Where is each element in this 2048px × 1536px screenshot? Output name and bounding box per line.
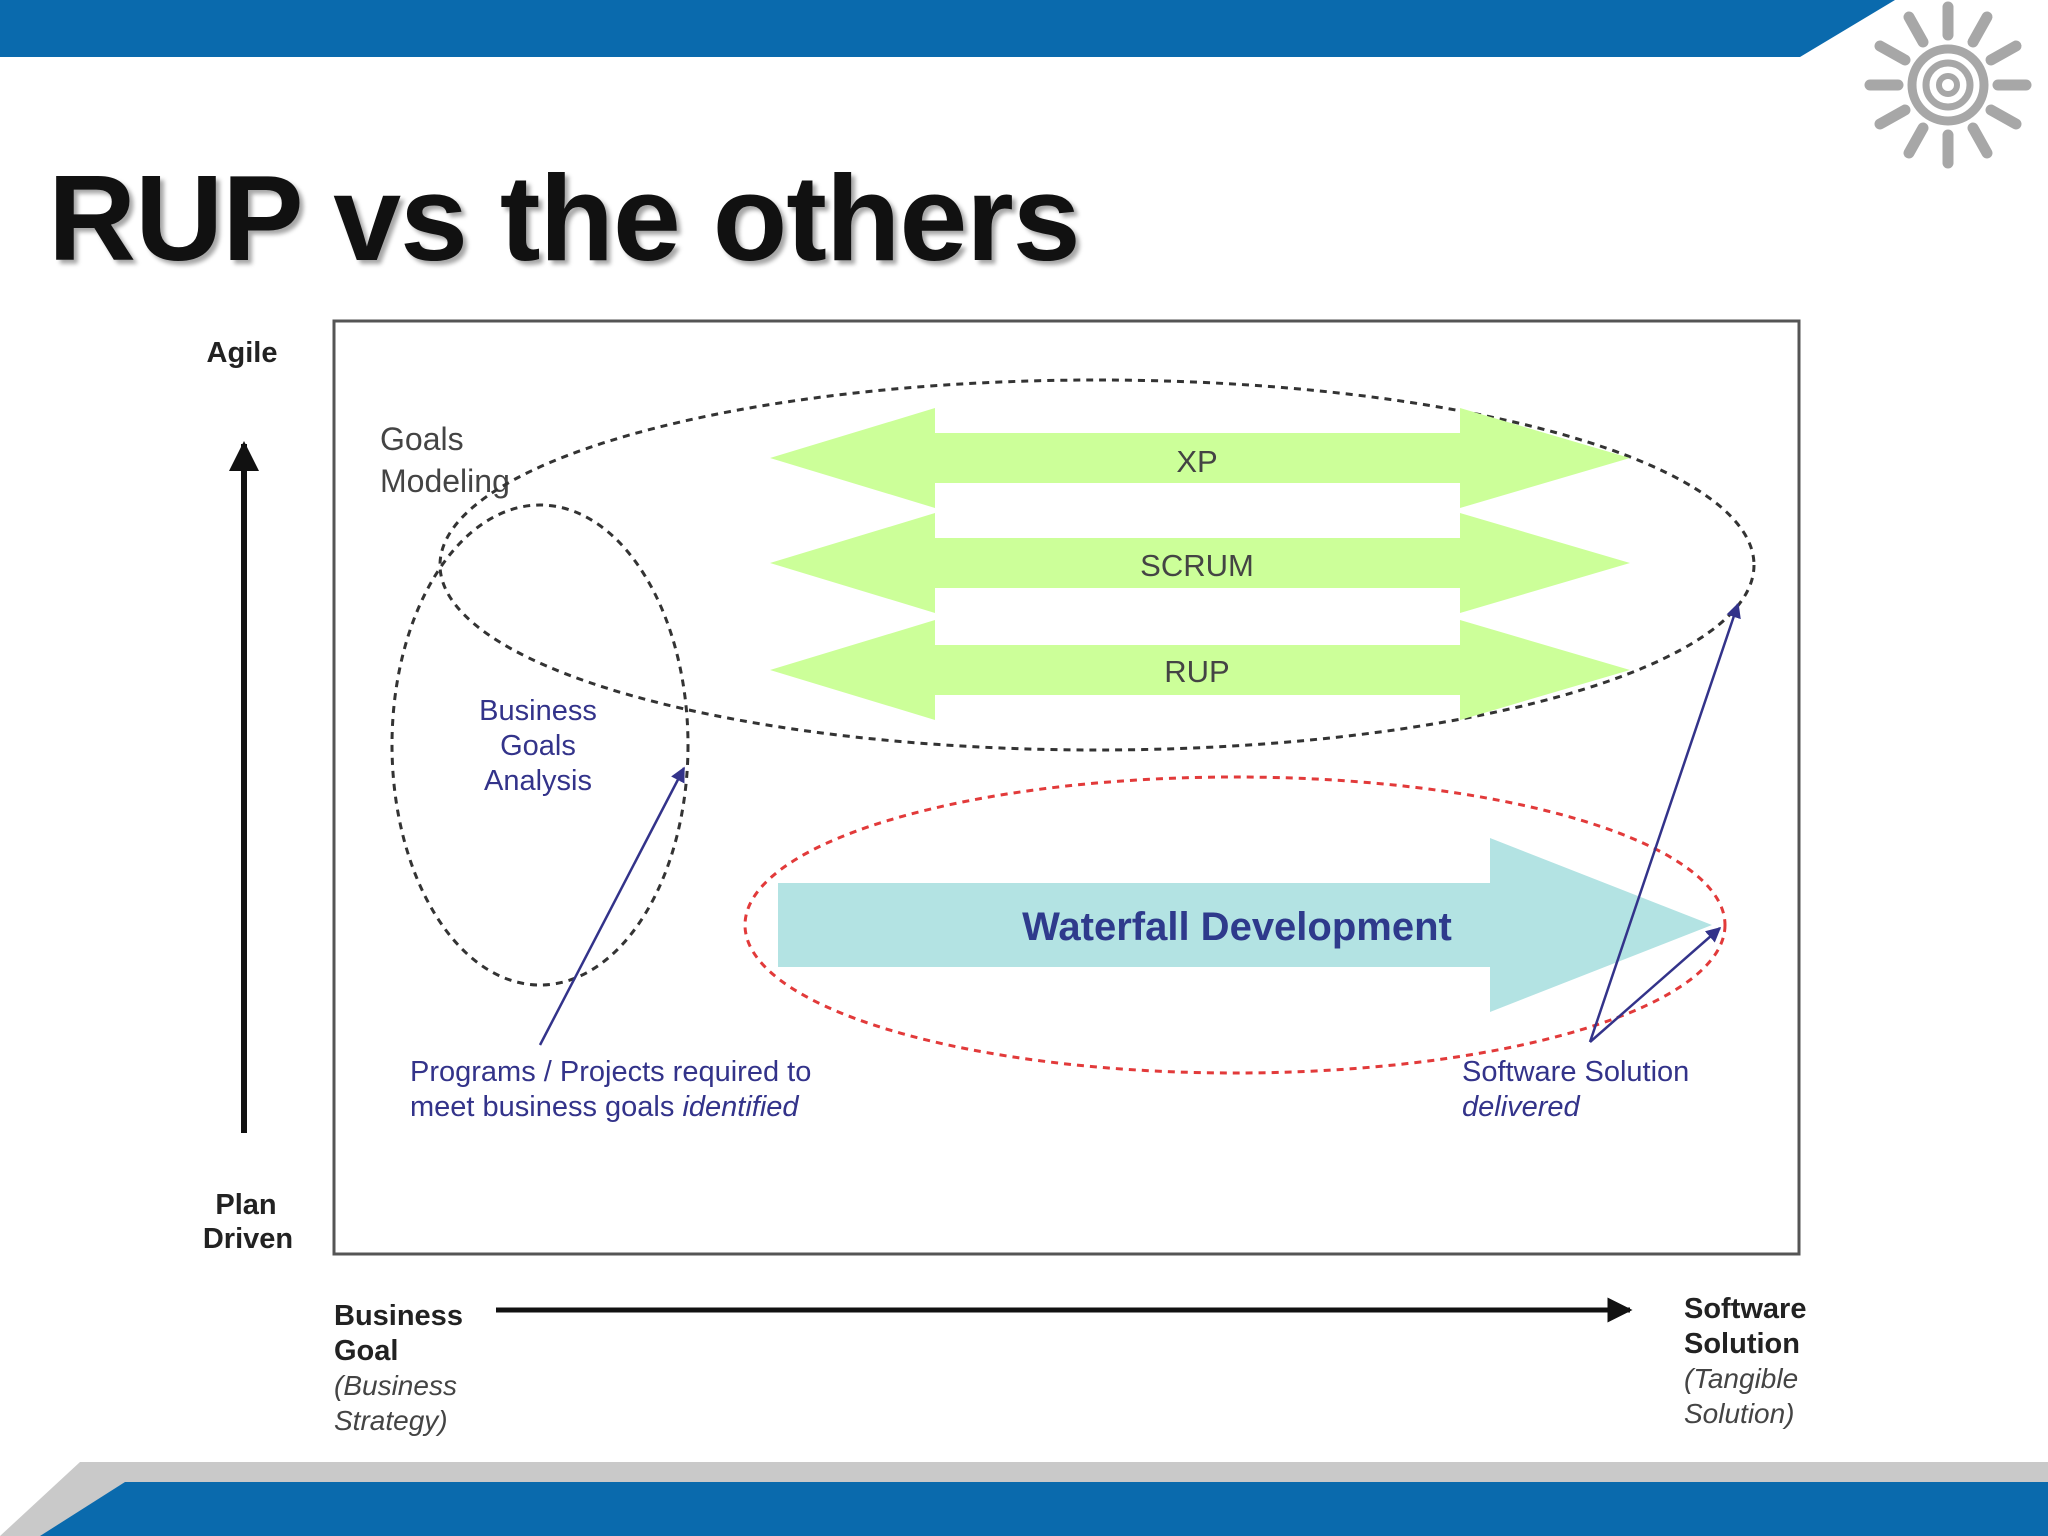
sun-spiral-icon bbox=[1864, 1, 2032, 169]
x-axis-left-label-line2: Goal bbox=[334, 1335, 398, 1367]
scrum-label: SCRUM bbox=[1140, 548, 1254, 583]
x-axis-right-label-line1: Software bbox=[1684, 1293, 1806, 1325]
y-axis-top-label: Agile bbox=[207, 337, 278, 369]
waterfall-arrow bbox=[778, 838, 1712, 1012]
rup-label: RUP bbox=[1164, 654, 1229, 689]
solution-to-waterfall-arrow bbox=[1589, 927, 1722, 1043]
x-axis-left-sub-line2: Strategy) bbox=[334, 1405, 448, 1436]
business-goals-label-line2: Goals bbox=[500, 730, 576, 762]
software-note-line1: Software Solution bbox=[1462, 1056, 1689, 1088]
agile-methods-ellipse bbox=[438, 378, 1756, 752]
x-axis-left-label-line1: Business bbox=[334, 1300, 463, 1332]
solution-to-agile-arrow bbox=[1588, 602, 1741, 1043]
x-axis-right-sub-line1: (Tangible bbox=[1684, 1363, 1798, 1394]
scrum-arrow bbox=[770, 513, 1630, 613]
programs-note-line2: meet business goals identified bbox=[410, 1091, 799, 1123]
footer-blue-band bbox=[40, 1482, 2048, 1536]
software-note-line2: delivered bbox=[1462, 1091, 1581, 1123]
y-axis-bottom-label-line2: Driven bbox=[203, 1223, 293, 1255]
x-axis-right-label-line2: Solution bbox=[1684, 1328, 1800, 1360]
xp-label: XP bbox=[1176, 444, 1217, 479]
programs-note-line2-text: meet business goals bbox=[410, 1091, 682, 1123]
business-goals-label-line3: Analysis bbox=[484, 765, 592, 797]
programs-pointer-arrow bbox=[538, 766, 686, 1046]
xp-arrow bbox=[770, 408, 1630, 508]
y-axis-bottom-label-line1: Plan bbox=[215, 1189, 276, 1221]
goals-modeling-ellipse bbox=[390, 503, 690, 987]
x-axis-right-sub-line2: Solution) bbox=[1684, 1398, 1795, 1429]
waterfall-label: Waterfall Development bbox=[1022, 905, 1452, 949]
slide-title: RUP vs the others bbox=[48, 150, 1081, 286]
programs-note-emph: identified bbox=[682, 1091, 799, 1123]
rup-arrow bbox=[770, 620, 1630, 720]
x-axis-left-sub-line1: (Business bbox=[334, 1370, 457, 1401]
goals-modeling-label-line2: Modeling bbox=[380, 463, 510, 499]
programs-note-line1: Programs / Projects required to bbox=[410, 1056, 811, 1088]
top-banner bbox=[0, 0, 1895, 57]
goals-modeling-label-line1: Goals bbox=[380, 421, 464, 457]
business-goals-label-line1: Business bbox=[479, 695, 597, 727]
waterfall-ellipse bbox=[743, 775, 1727, 1075]
